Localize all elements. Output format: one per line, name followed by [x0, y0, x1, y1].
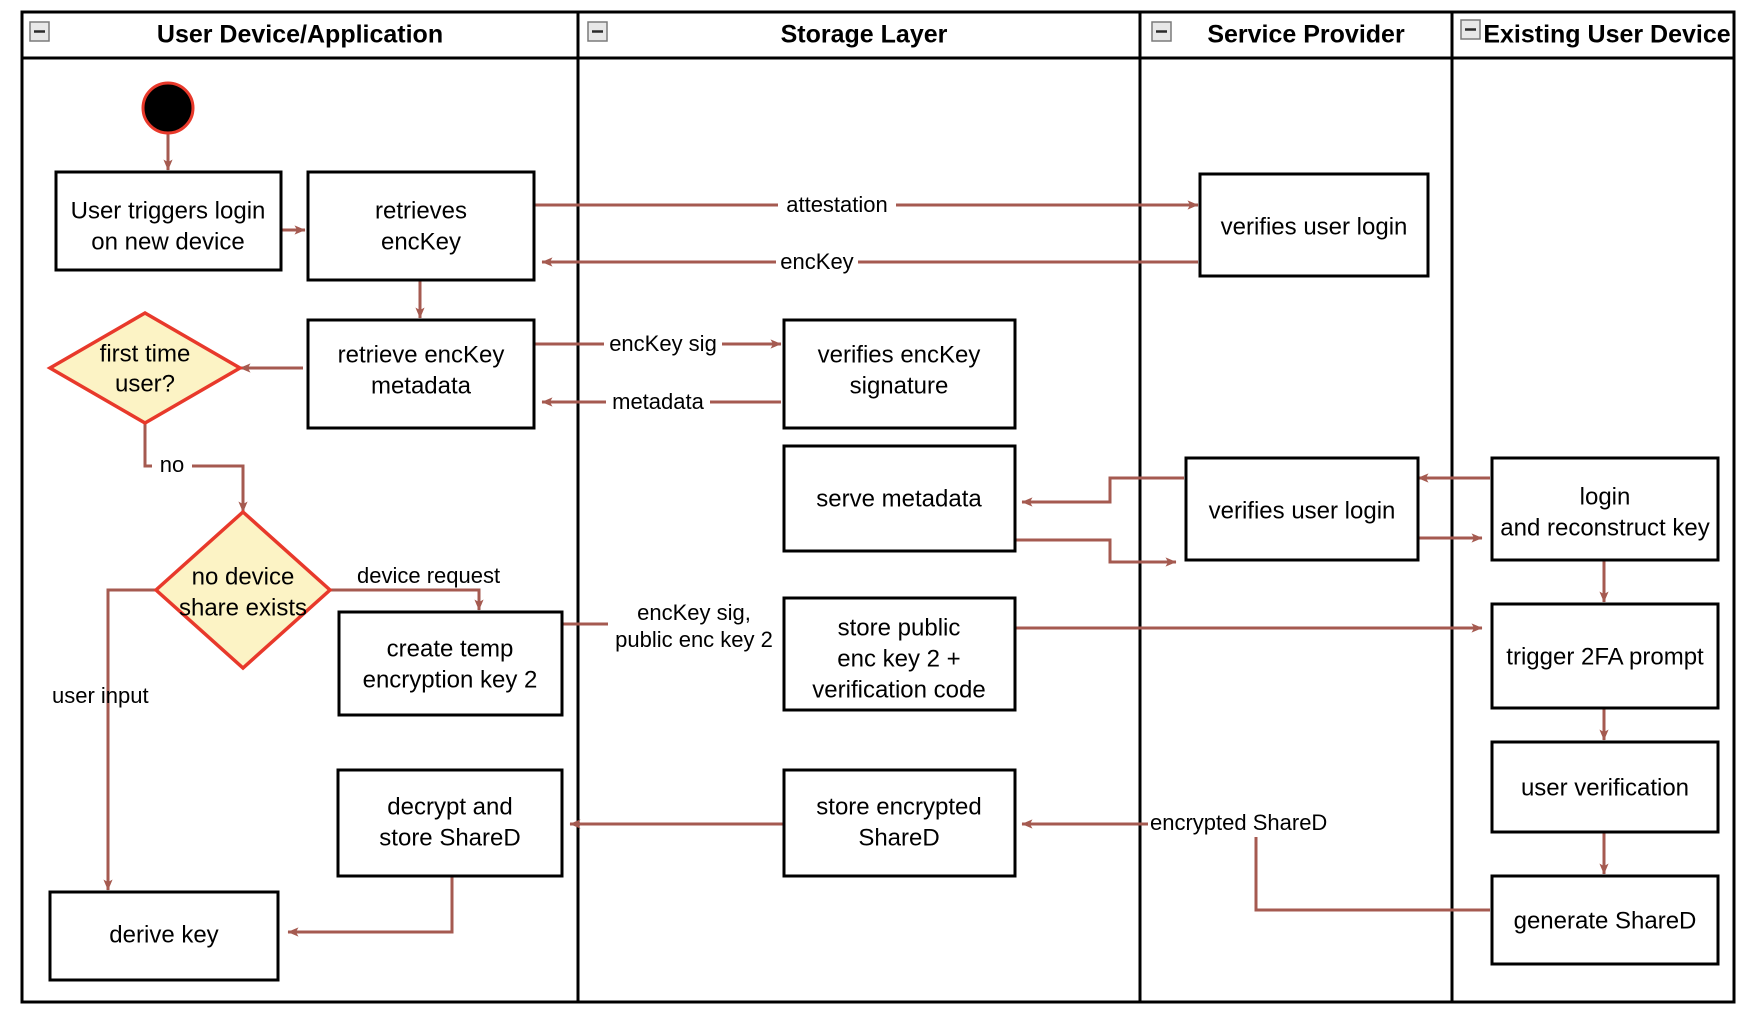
lane-header-storage[interactable]: Storage Layer [587, 21, 948, 49]
node-create-temp-encryption-key-2[interactable]: create temp encryption key 2 [337, 610, 564, 717]
edge-sp2-to-servemetadata [1021, 476, 1184, 507]
start-node[interactable] [141, 81, 195, 135]
node-verifies-enckey-signature[interactable]: verifies encKey signature [782, 318, 1017, 430]
edge-layer [103, 128, 1609, 937]
edge-decrypt-to-derivekey [287, 876, 454, 937]
edge-label-no: no [160, 452, 184, 477]
node-trigger-2fa-prompt[interactable]: trigger 2FA prompt [1490, 602, 1720, 710]
lane-title-user-device: User Device/Application [157, 21, 443, 49]
edge-servemetadata-to-sp2 [1014, 538, 1177, 567]
edge-label-device-request: device request [357, 563, 500, 588]
edge-label-enckey-sig: encKey sig [609, 331, 717, 356]
node-layer: User triggers login on new device retrie… [46, 81, 1720, 982]
node-label-line2: ShareD [858, 824, 939, 851]
node-label-line1: decrypt and [387, 793, 512, 820]
edge-label-layer: attestation encKey encKey sig metadata n… [52, 192, 1338, 837]
edge-label-enckey: encKey [780, 249, 853, 274]
node-label-line2: store ShareD [379, 824, 520, 851]
node-label-line2: user? [115, 370, 175, 397]
node-label-line1: trigger 2FA prompt [1506, 643, 1704, 670]
edge-device-request [327, 588, 484, 611]
node-label-line1: User triggers login [71, 197, 266, 224]
edge-label-enckey-sig-2a: encKey sig, [637, 600, 751, 625]
node-label-line2: on new device [91, 228, 244, 255]
node-label-line1: retrieves [375, 197, 467, 224]
node-label-line1: verifies encKey [818, 341, 981, 368]
lane-title-existing-device: Existing User Device [1483, 21, 1730, 49]
node-login-and-reconstruct-key[interactable]: login and reconstruct key [1490, 456, 1720, 562]
node-no-device-share-decision[interactable]: no device share exists [153, 509, 333, 671]
node-label-line1: serve metadata [816, 485, 982, 512]
lane-header-user-device[interactable]: User Device/Application [29, 21, 443, 49]
node-retrieves-enckey[interactable]: retrieves encKey [306, 170, 536, 282]
node-generate-shared[interactable]: generate ShareD [1490, 874, 1720, 966]
node-label-line3: verification code [812, 676, 985, 703]
node-label-line1: user verification [1521, 774, 1689, 801]
node-first-time-user-decision[interactable]: first time user? [46, 310, 244, 426]
node-decrypt-and-store-shared[interactable]: decrypt and store ShareD [336, 768, 564, 878]
lane-title-service-provider: Service Provider [1207, 21, 1405, 49]
node-label-line2: encryption key 2 [363, 666, 538, 693]
node-serve-metadata[interactable]: serve metadata [782, 444, 1017, 553]
node-label-line2: signature [850, 372, 949, 399]
edge-no-branch [143, 421, 248, 513]
node-label-line1: store encrypted [816, 793, 981, 820]
minus-icon[interactable] [587, 21, 608, 42]
node-store-encrypted-shared[interactable]: store encrypted ShareD [782, 768, 1017, 878]
node-label-line1: verifies user login [1221, 213, 1408, 240]
node-label-line1: first time [100, 340, 191, 367]
node-label-line1: store public [838, 614, 961, 641]
node-verifies-user-login-1[interactable]: verifies user login [1198, 172, 1430, 278]
edge-label-encrypted-shared: encrypted ShareD [1150, 810, 1327, 835]
node-label-line2: and reconstruct key [1500, 514, 1709, 541]
node-label-line1: verifies user login [1209, 497, 1396, 524]
node-label-line1: login [1580, 483, 1631, 510]
node-label-line2: metadata [371, 372, 472, 399]
edge-label-metadata: metadata [612, 389, 704, 414]
node-store-public-enc-key-2[interactable]: store public enc key 2 + verification co… [782, 596, 1017, 712]
node-label-line1: generate ShareD [1514, 907, 1697, 934]
minus-icon[interactable] [1460, 19, 1481, 40]
node-label-line2: encKey [381, 228, 461, 255]
edge-encrypted-shared [1021, 819, 1490, 912]
node-label-line2: enc key 2 + [837, 645, 960, 672]
lane-header-service-provider[interactable]: Service Provider [1151, 21, 1405, 49]
node-user-verification[interactable]: user verification [1490, 740, 1720, 834]
node-label-line1: create temp [387, 635, 514, 662]
node-label-line2: share exists [179, 594, 307, 621]
node-verifies-user-login-2[interactable]: verifies user login [1184, 456, 1420, 562]
minus-icon[interactable] [1151, 21, 1172, 42]
node-retrieve-enckey-metadata[interactable]: retrieve encKey metadata [306, 318, 536, 430]
lane-title-storage: Storage Layer [781, 21, 948, 49]
edge-label-enckey-sig-2b: public enc key 2 [615, 627, 773, 652]
minus-icon[interactable] [29, 21, 50, 42]
swimlane-frame [20, 10, 1736, 1004]
edge-user-input [103, 588, 159, 891]
node-derive-key[interactable]: derive key [48, 890, 280, 982]
node-label-line1: no device [192, 563, 295, 590]
node-user-triggers-login[interactable]: User triggers login on new device [54, 170, 283, 272]
lane-header-existing-device[interactable]: Existing User Device [1460, 19, 1731, 49]
node-label-line1: retrieve encKey [338, 341, 505, 368]
node-label-line1: derive key [109, 921, 218, 948]
edge-label-attestation: attestation [786, 192, 888, 217]
edge-label-user-input: user input [52, 683, 149, 708]
